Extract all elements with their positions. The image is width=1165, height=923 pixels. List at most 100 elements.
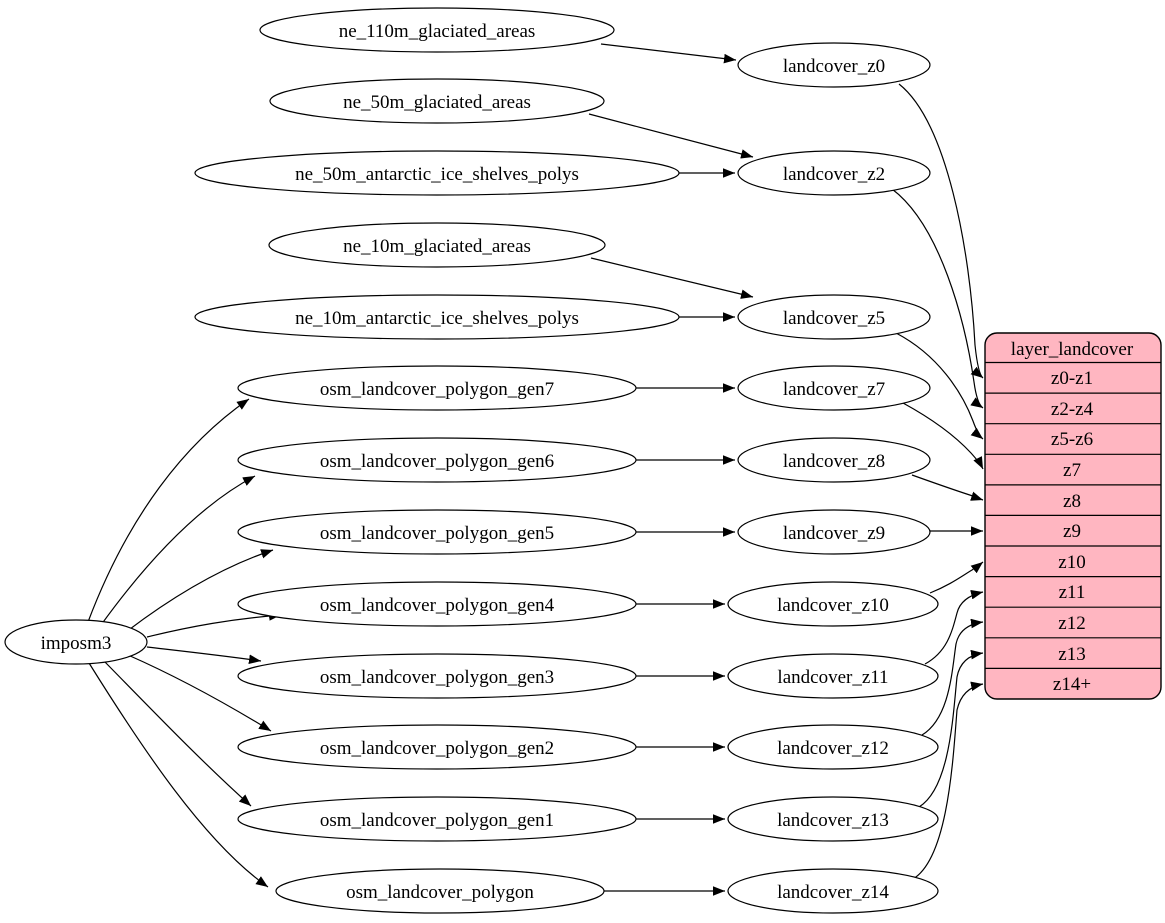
edge-ne110m-z0 [600, 43, 737, 64]
table-row-z13: z13 [1058, 644, 1085, 665]
node-landcover-z9: landcover_z9 [737, 509, 931, 555]
node-ne-10m-antarctic-ice-shelves-polys-label: ne_10m_antarctic_ice_shelves_polys [295, 308, 579, 329]
table-row-z0-z1: z0-z1 [1051, 368, 1093, 389]
node-landcover-z13: landcover_z13 [727, 796, 939, 842]
table-title: layer_landcover [1011, 339, 1134, 360]
edge-imposm3-polygon [88, 662, 269, 888]
node-landcover-z11-label: landcover_z11 [777, 667, 888, 688]
node-imposm3-ellipse [4, 619, 148, 665]
node-landcover-z0: landcover_z0 [737, 42, 931, 88]
node-osm-landcover-polygon-gen1-ellipse [237, 796, 637, 842]
edge-z7-row-z7 [902, 402, 984, 470]
node-ne-50m-glaciated-areas-label: ne_50m_glaciated_areas [343, 92, 531, 113]
node-osm-landcover-polygon-gen7: osm_landcover_polygon_gen7 [237, 365, 637, 411]
edge-imposm3-gen7 [87, 398, 250, 623]
node-landcover-z12-label: landcover_z12 [777, 738, 889, 759]
node-landcover-z9-label: landcover_z9 [783, 523, 885, 544]
node-osm-landcover-polygon-gen2: osm_landcover_polygon_gen2 [237, 724, 637, 770]
node-landcover-z8-ellipse [737, 437, 931, 483]
table-row-z8: z8 [1063, 491, 1081, 512]
node-imposm3: imposm3 [4, 619, 148, 665]
node-landcover-z2-ellipse [737, 150, 931, 196]
edge-imposm3-gen2 [127, 654, 272, 732]
node-landcover-z7: landcover_z7 [737, 365, 931, 411]
edge-z12-row-z12 [921, 618, 984, 736]
node-landcover-z10-ellipse [727, 581, 939, 627]
node-landcover-z13-ellipse [727, 796, 939, 842]
edge-z10-row-z10 [929, 561, 984, 594]
node-osm-landcover-polygon-label: osm_landcover_polygon [346, 882, 534, 903]
node-landcover-z5: landcover_z5 [737, 294, 931, 340]
node-osm-landcover-polygon-gen5-label: osm_landcover_polygon_gen5 [320, 523, 554, 544]
edge-imposm3-gen5 [125, 549, 274, 633]
edge-z8-row-z8 [911, 474, 984, 501]
edge-z0-row-z0-z1 [898, 83, 984, 379]
table-row-z9: z9 [1063, 521, 1081, 542]
node-landcover-z5-ellipse [737, 294, 931, 340]
node-landcover-z8-label: landcover_z8 [783, 451, 885, 472]
edge-ne10m-glaciated-z5 [590, 257, 754, 299]
node-osm-landcover-polygon-gen6: osm_landcover_polygon_gen6 [237, 437, 637, 483]
table-row-z11: z11 [1059, 582, 1086, 603]
node-osm-landcover-polygon-gen4-label: osm_landcover_polygon_gen4 [320, 595, 555, 616]
node-landcover-z7-ellipse [737, 365, 931, 411]
edge-imposm3-gen1 [103, 660, 252, 807]
node-ne-110m-glaciated-areas-label: ne_110m_glaciated_areas [339, 21, 536, 42]
node-landcover-z13-label: landcover_z13 [777, 810, 889, 831]
node-ne-110m-glaciated-areas-ellipse [259, 7, 615, 53]
table-row-z5-z6: z5-z6 [1051, 429, 1093, 450]
node-landcover-z14-label: landcover_z14 [777, 882, 889, 903]
node-landcover-z2: landcover_z2 [737, 150, 931, 196]
node-landcover-z2-label: landcover_z2 [783, 164, 885, 185]
edge-ne50m-glaciated-z2 [588, 113, 754, 159]
node-landcover-z10: landcover_z10 [727, 581, 939, 627]
edge-group [87, 43, 984, 896]
node-osm-landcover-polygon-gen7-label: osm_landcover_polygon_gen7 [320, 379, 554, 400]
node-ne-110m-glaciated-areas: ne_110m_glaciated_areas [259, 7, 615, 53]
node-osm-landcover-polygon-gen1: osm_landcover_polygon_gen1 [237, 796, 637, 842]
table-row-z12: z12 [1058, 613, 1085, 634]
node-osm-landcover-polygon-gen6-label: osm_landcover_polygon_gen6 [320, 451, 554, 472]
node-landcover-z11-ellipse [727, 653, 939, 699]
edge-imposm3-gen3 [146, 646, 262, 665]
edge-z14-row-z14plus [912, 681, 984, 880]
node-ne-50m-antarctic-ice-shelves-polys-label: ne_50m_antarctic_ice_shelves_polys [295, 164, 579, 185]
table-row-z2-z4: z2-z4 [1051, 399, 1094, 420]
node-osm-landcover-polygon-gen3-label: osm_landcover_polygon_gen3 [320, 667, 554, 688]
node-landcover-z14-ellipse [727, 868, 939, 914]
node-ne-50m-glaciated-areas: ne_50m_glaciated_areas [269, 78, 605, 124]
node-landcover-z12-ellipse [727, 724, 939, 770]
node-osm-landcover-polygon-gen2-ellipse [237, 724, 637, 770]
node-ne-10m-glaciated-areas: ne_10m_glaciated_areas [268, 222, 606, 268]
node-osm-landcover-polygon-gen4-ellipse [237, 581, 637, 627]
table-layer-landcover: layer_landcover z0-z1 z2-z4 z5-z6 z7 z8 … [984, 332, 1162, 700]
node-osm-landcover-polygon-gen2-label: osm_landcover_polygon_gen2 [320, 738, 554, 759]
table-row-z7: z7 [1063, 460, 1081, 481]
node-landcover-z0-ellipse [737, 42, 931, 88]
node-ne-10m-glaciated-areas-label: ne_10m_glaciated_areas [343, 236, 531, 257]
node-landcover-z14: landcover_z14 [727, 868, 939, 914]
node-landcover-z5-label: landcover_z5 [783, 308, 885, 329]
edge-z13-row-z13 [918, 649, 984, 808]
node-osm-landcover-polygon-ellipse [275, 868, 605, 914]
node-landcover-z10-label: landcover_z10 [777, 595, 889, 616]
node-ne-50m-antarctic-ice-shelves-polys: ne_50m_antarctic_ice_shelves_polys [194, 150, 680, 196]
edge-z2-row-z2-z4 [891, 188, 984, 409]
node-ne-10m-antarctic-ice-shelves-polys: ne_10m_antarctic_ice_shelves_polys [194, 294, 680, 340]
node-landcover-z7-label: landcover_z7 [783, 379, 885, 400]
node-osm-landcover-polygon-gen1-label: osm_landcover_polygon_gen1 [320, 810, 554, 831]
node-osm-landcover-polygon-gen6-ellipse [237, 437, 637, 483]
edge-imposm3-gen4 [146, 611, 282, 638]
node-ne-50m-antarctic-ice-shelves-polys-ellipse [194, 150, 680, 196]
node-landcover-z0-label: landcover_z0 [783, 56, 885, 77]
node-landcover-z9-ellipse [737, 509, 931, 555]
edge-imposm3-gen6 [100, 475, 256, 626]
node-osm-landcover-polygon: osm_landcover_polygon [275, 868, 605, 914]
node-osm-landcover-polygon-gen3: osm_landcover_polygon_gen3 [237, 653, 637, 699]
node-osm-landcover-polygon-gen5: osm_landcover_polygon_gen5 [237, 509, 637, 555]
node-osm-landcover-polygon-gen7-ellipse [237, 365, 637, 411]
node-imposm3-label: imposm3 [41, 633, 112, 654]
node-landcover-z12: landcover_z12 [727, 724, 939, 770]
